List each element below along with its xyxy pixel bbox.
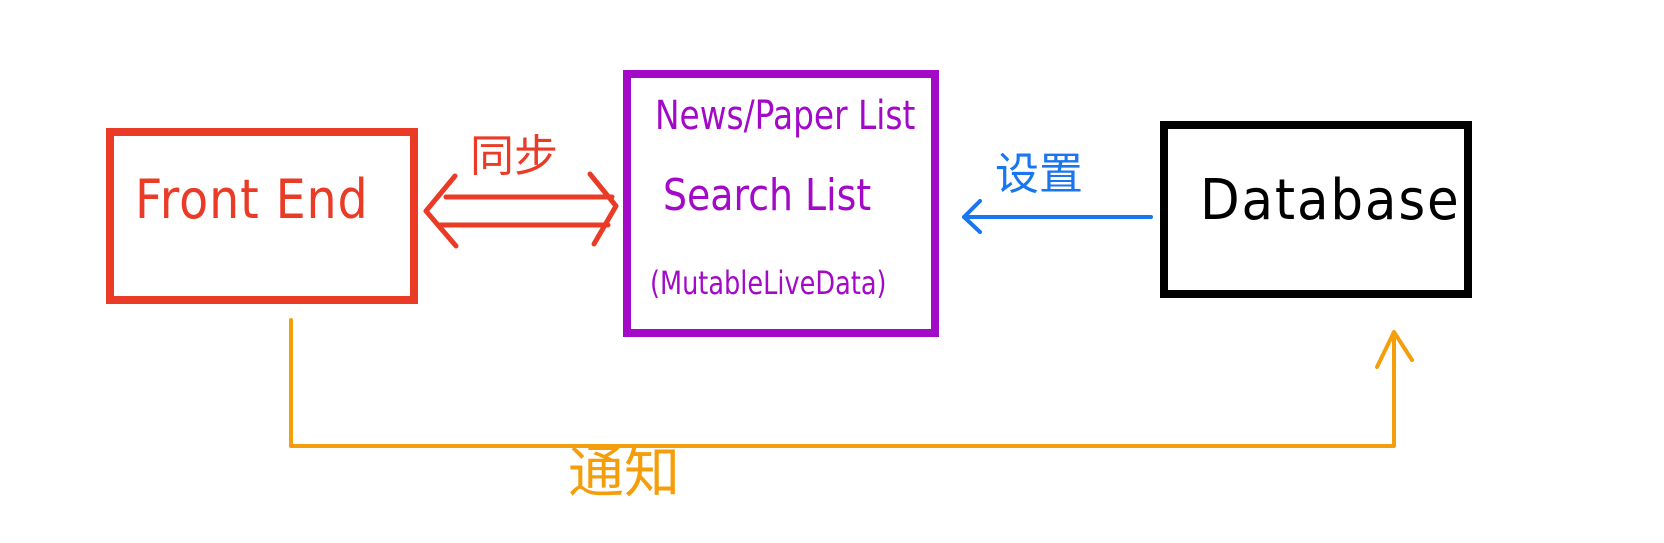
- set-arrow: [962, 199, 1153, 234]
- list-label-mutable-live-data: (MutableLiveData): [650, 264, 887, 302]
- notify-arrow: [289, 318, 1414, 448]
- sync-edge-label: 同步: [470, 131, 558, 182]
- list-label-search: Search List: [663, 170, 872, 221]
- sync-right-arrowhead: [587, 171, 619, 247]
- sync-double-arrow: [423, 171, 619, 249]
- frontend-label: Front End: [135, 168, 369, 231]
- database-node: [1160, 121, 1472, 298]
- notify-edge-label: 通知: [568, 441, 680, 506]
- set-arrowhead: [962, 199, 982, 234]
- sync-left-arrowhead: [423, 173, 459, 249]
- frontend-node: [106, 128, 418, 304]
- list-node: [623, 70, 939, 337]
- set-edge-label: 设置: [995, 149, 1083, 200]
- database-label: Database: [1200, 168, 1461, 233]
- notify-arrow-path: [289, 318, 1396, 448]
- list-label-news-paper: News/Paper List: [655, 93, 916, 139]
- notify-arrowhead: [1375, 330, 1414, 369]
